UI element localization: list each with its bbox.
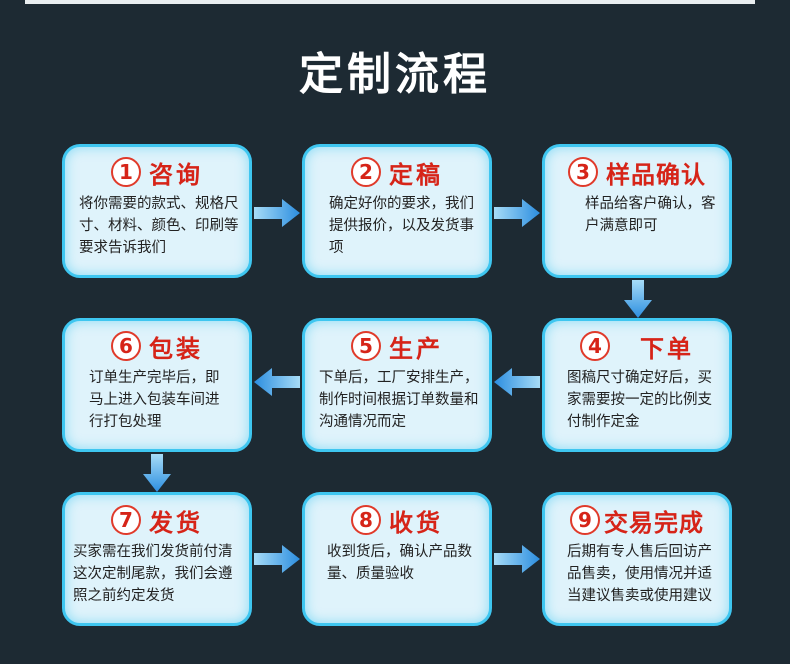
- step-8-receive: 8 收货 收到货后，确认产品数量、质量验收: [302, 492, 492, 626]
- step-number-badge: 4: [580, 331, 610, 361]
- step-1-consult: 1 咨询 将你需要的款式、规格尺寸、材料、颜色、印刷等要求告诉我们: [62, 144, 252, 278]
- step-header: 1 咨询: [65, 155, 249, 189]
- step-title: 交易完成: [604, 508, 704, 537]
- step-header: 2 定稿: [305, 155, 489, 189]
- step-description: 下单后，工厂安排生产，制作时间根据订单数量和沟通情况而定: [319, 370, 479, 430]
- step-number-badge: 1: [111, 157, 141, 187]
- step-title: 定稿: [389, 160, 443, 189]
- step-title: 发货: [149, 508, 203, 537]
- step-header: 7 发货: [65, 503, 249, 537]
- step-header: 4 下单: [545, 329, 729, 363]
- step-number-badge: 7: [111, 505, 141, 535]
- arrow-right-icon: [254, 545, 300, 573]
- step-header: 8 收货: [305, 503, 489, 537]
- step-description: 后期有专人售后回访产品售卖，使用情况并适当建议售卖或使用建议: [567, 544, 712, 604]
- page-title: 定制流程: [299, 49, 491, 100]
- step-7-shipping: 7 发货 买家需在我们发货前付清这次定制尾款，我们会遵照之前约定发货: [62, 492, 252, 626]
- arrow-down-icon: [143, 454, 171, 492]
- step-4-order: 4 下单 图稿尺寸确定好后，买家需要按一定的比例支付制作定金: [542, 318, 732, 452]
- step-description: 订单生产完毕后，即马上进入包装车间进行打包处理: [89, 370, 220, 430]
- step-description: 图稿尺寸确定好后，买家需要按一定的比例支付制作定金: [567, 370, 712, 430]
- top-divider: [25, 0, 755, 4]
- step-number-badge: 5: [351, 331, 381, 361]
- arrow-right-icon: [494, 199, 540, 227]
- step-header: 6 包装: [65, 329, 249, 363]
- step-number-badge: 8: [351, 505, 381, 535]
- arrow-down-icon: [624, 280, 652, 318]
- step-header: 9 交易完成: [545, 503, 729, 537]
- step-description: 将你需要的款式、规格尺寸、材料、颜色、印刷等要求告诉我们: [79, 196, 239, 256]
- arrow-right-icon: [254, 199, 300, 227]
- arrow-right-icon: [494, 545, 540, 573]
- step-description: 样品给客户确认，客户满意即可: [585, 196, 716, 234]
- step-header: 5 生产: [305, 329, 489, 363]
- step-2-finalize: 2 定稿 确定好你的要求，我们提供报价，以及发货事项: [302, 144, 492, 278]
- step-number-badge: 6: [111, 331, 141, 361]
- arrow-left-icon: [494, 368, 540, 396]
- step-header: 3 样品确认: [545, 155, 729, 189]
- step-title: 包装: [149, 334, 203, 363]
- step-title: 生产: [389, 334, 443, 363]
- step-title: 咨询: [149, 160, 203, 189]
- step-number-badge: 2: [351, 157, 381, 187]
- step-title: 下单: [640, 334, 694, 363]
- step-6-packaging: 6 包装 订单生产完毕后，即马上进入包装车间进行打包处理: [62, 318, 252, 452]
- step-title: 收货: [389, 508, 443, 537]
- step-description: 确定好你的要求，我们提供报价，以及发货事项: [329, 196, 474, 256]
- step-3-sample-confirm: 3 样品确认 样品给客户确认，客户满意即可: [542, 144, 732, 278]
- step-description: 买家需在我们发货前付清这次定制尾款，我们会遵照之前约定发货: [73, 544, 233, 604]
- step-5-production: 5 生产 下单后，工厂安排生产，制作时间根据订单数量和沟通情况而定: [302, 318, 492, 452]
- step-description: 收到货后，确认产品数量、质量验收: [327, 544, 472, 582]
- step-number-badge: 9: [570, 505, 600, 535]
- arrow-left-icon: [254, 368, 300, 396]
- step-title: 样品确认: [606, 160, 706, 189]
- step-9-complete: 9 交易完成 后期有专人售后回访产品售卖，使用情况并适当建议售卖或使用建议: [542, 492, 732, 626]
- step-number-badge: 3: [568, 157, 598, 187]
